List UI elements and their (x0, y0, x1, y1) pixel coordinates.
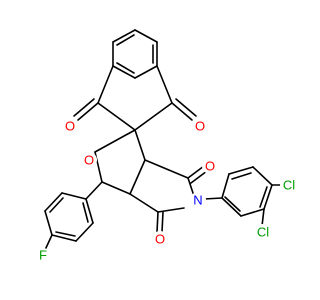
bond (263, 184, 273, 210)
oxygen-label: O (195, 119, 205, 134)
bond (49, 197, 64, 213)
bond (134, 102, 173, 131)
oxygen-label: O (155, 232, 165, 247)
bond (190, 170, 208, 184)
bond (55, 231, 76, 237)
oxygen-label: O (205, 159, 215, 174)
fluorine-label: F (39, 248, 47, 263)
bond (240, 208, 265, 217)
molecule-drawing: O O O O O N Cl Cl F (36, 29, 298, 263)
bond (134, 29, 158, 43)
bond (221, 197, 242, 217)
bond (75, 222, 94, 242)
bond (203, 197, 223, 200)
atom-labels: O O O O O N Cl Cl F (36, 118, 298, 263)
bond (97, 102, 136, 131)
bond (171, 102, 193, 121)
bond (101, 181, 131, 195)
bond (116, 34, 135, 46)
bond (261, 208, 265, 227)
bonds (44, 29, 283, 251)
bond (187, 177, 195, 197)
bond (175, 98, 197, 117)
chlorine-label: Cl (283, 178, 295, 193)
bond (156, 65, 173, 104)
bond (44, 192, 63, 212)
bond (85, 198, 94, 224)
bond (252, 166, 273, 186)
bond (228, 166, 254, 175)
oxygen-label: O (84, 153, 94, 168)
bond (51, 234, 77, 242)
bond (116, 62, 135, 74)
nitrogen-label: N (193, 193, 202, 208)
bond (85, 181, 103, 200)
bond (112, 29, 136, 43)
bond (77, 102, 99, 121)
bond (144, 159, 189, 179)
bond (134, 65, 158, 79)
structure-svg: O O O O O N Cl Cl F (36, 29, 298, 263)
bond (161, 211, 164, 233)
bond (44, 210, 53, 236)
bond (259, 186, 268, 208)
bond (231, 172, 252, 180)
bond (221, 173, 230, 199)
bond (157, 207, 185, 213)
bond (187, 165, 205, 179)
bond (82, 202, 89, 223)
bond (112, 65, 136, 79)
bond (129, 193, 159, 213)
bond (61, 192, 87, 200)
bond (94, 129, 136, 153)
chlorine-label: Cl (257, 225, 269, 240)
bond (134, 129, 146, 161)
bond (97, 65, 114, 104)
bond (156, 211, 159, 233)
bond (224, 196, 241, 212)
oxygen-label: O (65, 119, 75, 134)
bond (44, 234, 53, 251)
bond (73, 98, 95, 117)
bond (129, 159, 146, 195)
